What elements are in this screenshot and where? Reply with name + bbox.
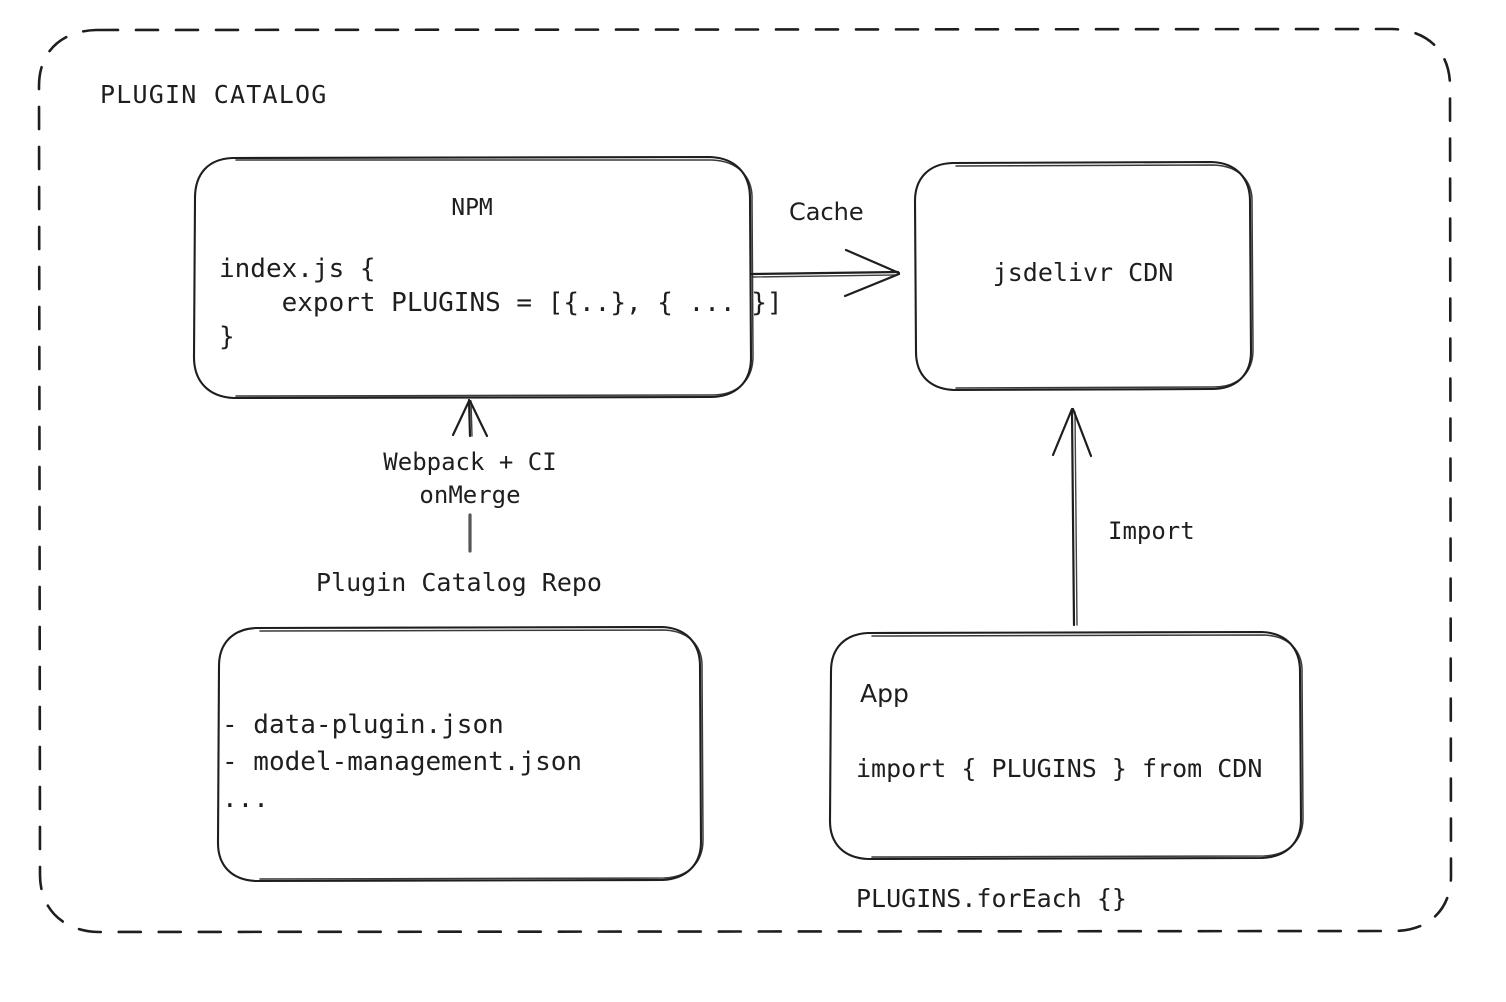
cdn-node-label: jsdelivr CDN [992, 258, 1174, 287]
app-node-label: App [860, 679, 909, 708]
npm-node-label: NPM [451, 195, 493, 221]
npm-node-code: index.js { export PLUGINS = [{..}, { ...… [219, 254, 783, 352]
edge-label-import: Import [1108, 517, 1195, 545]
edge-label-cache: Cache [789, 198, 864, 226]
repo-node-file-list: - data-plugin.json - model-management.js… [222, 710, 583, 814]
edge-label-webpack-ci: Webpack + CI onMerge [383, 448, 557, 509]
repo-node-caption: Plugin Catalog Repo [316, 568, 602, 597]
edge-app-to-cdn-arrow [1051, 407, 1093, 627]
page-title: PLUGIN CATALOG [100, 80, 328, 109]
app-node-code: import { PLUGINS } from CDN PLUGINS.forE… [856, 754, 1263, 913]
